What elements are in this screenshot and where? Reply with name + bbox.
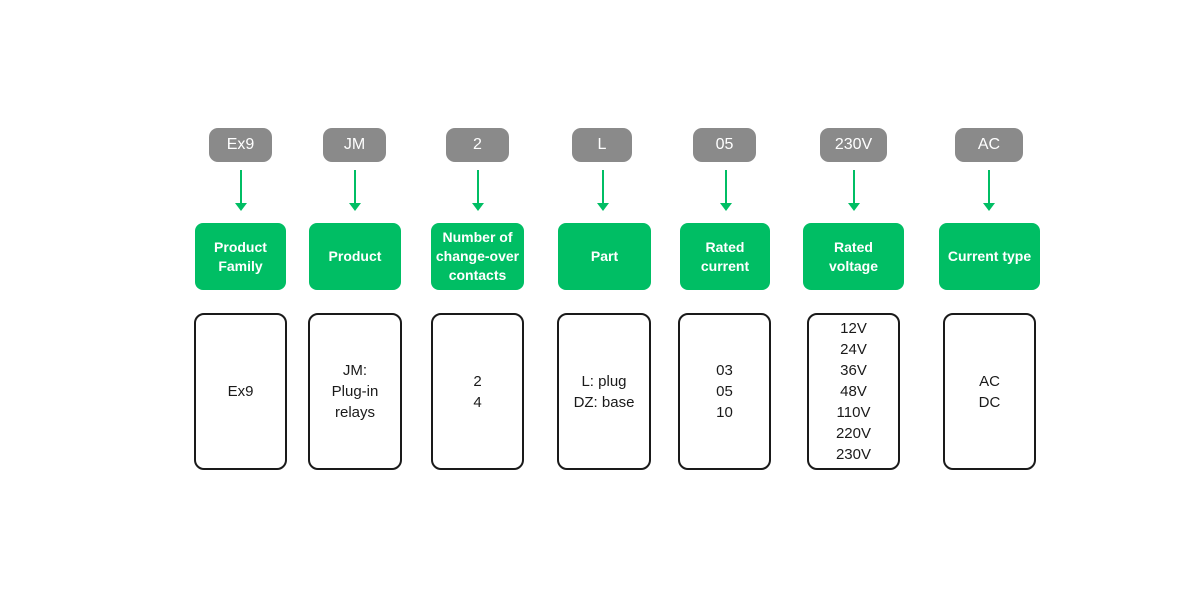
option-value: 36V	[840, 362, 867, 379]
option-value: JM:	[342, 362, 368, 379]
option-value: L: plug	[581, 372, 627, 390]
code-badge-current-type: AC	[955, 128, 1023, 162]
options-box-rated-voltage: 12V 24V 36V 48V 110V 220V 230V	[807, 313, 900, 470]
field-label-rated-current: Rated current	[680, 223, 770, 290]
option-value: 2	[473, 372, 482, 390]
code-badge-rated-voltage: 230V	[820, 128, 887, 162]
code-badge-part: L	[572, 128, 632, 162]
option-value: AC	[979, 372, 1000, 390]
option-value: DC	[978, 393, 1001, 411]
code-badge-contacts: 2	[446, 128, 509, 162]
option-value: 48V	[840, 383, 867, 400]
option-value: Plug-in	[331, 383, 379, 400]
field-label-product: Product	[309, 223, 401, 290]
option-value: 4	[473, 393, 482, 411]
field-label-product-family: Product Family	[195, 223, 286, 290]
option-value: 10	[716, 404, 733, 421]
option-value: 05	[716, 383, 733, 400]
arrow-down-icon	[472, 170, 484, 212]
option-value: relays	[334, 404, 375, 421]
options-box-contacts: 2 4	[431, 313, 524, 470]
option-value: 03	[716, 362, 733, 379]
arrow-down-icon	[983, 170, 995, 212]
field-label-contacts: Number of change-over contacts	[431, 223, 524, 290]
arrow-down-icon	[720, 170, 732, 212]
option-value: DZ: base	[573, 393, 635, 411]
code-badge-product: JM	[323, 128, 386, 162]
arrow-down-icon	[597, 170, 609, 212]
arrow-down-icon	[848, 170, 860, 212]
option-value: 12V	[840, 320, 867, 337]
options-box-product: JM: Plug-in relays	[308, 313, 402, 470]
field-label-rated-voltage: Rated voltage	[803, 223, 904, 290]
field-label-current-type: Current type	[939, 223, 1040, 290]
option-value: 110V	[836, 404, 871, 421]
options-box-rated-current: 03 05 10	[678, 313, 771, 470]
option-value: 24V	[840, 341, 867, 358]
option-value: Ex9	[227, 383, 254, 400]
options-box-product-family: Ex9	[194, 313, 287, 470]
options-box-part: L: plug DZ: base	[557, 313, 651, 470]
code-badge-product-family: Ex9	[209, 128, 272, 162]
option-value: 220V	[835, 425, 872, 442]
options-box-current-type: AC DC	[943, 313, 1036, 470]
arrow-down-icon	[349, 170, 361, 212]
arrow-down-icon	[235, 170, 247, 212]
code-badge-rated-current: 05	[693, 128, 756, 162]
option-value: 230V	[835, 446, 872, 463]
field-label-part: Part	[558, 223, 651, 290]
